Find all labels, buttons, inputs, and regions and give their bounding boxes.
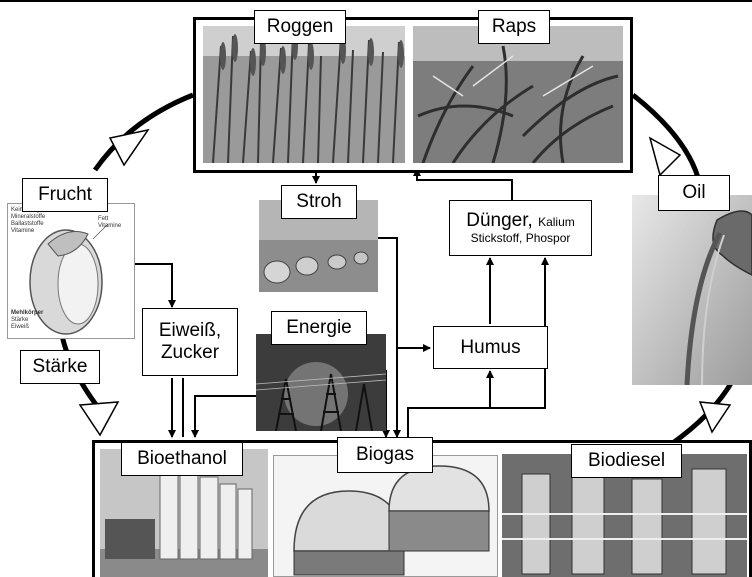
duenger-label: Dünger, Kalium Stickstoff, Phospor [449,200,592,256]
roggen-photo [203,26,405,163]
roggen-label: Roggen [254,10,346,44]
raps-photo [413,26,623,163]
oil-photo [632,195,752,385]
cycle-arc-top-right [631,93,703,186]
eiweiss-line1: Eiweiß, [158,320,222,342]
bioethanol-label: Bioethanol [121,442,243,476]
seed-annotation-bottom: Mehlkörper Stärke Eiweiß [11,310,43,331]
seed-annotation-item: Fett [98,216,109,222]
arrow-biogas-up-humus [407,370,494,437]
staerke-label: Stärke [20,350,100,384]
duenger-kalium-text: Kalium [538,215,575,230]
cycle-arc-top-left [92,92,194,172]
stroh-label: Stroh [281,185,357,219]
energie-photo [256,334,386,431]
cycle-arrowhead-top-left [108,128,150,167]
eiweiss-zucker-label: Eiweiß, Zucker [142,308,238,376]
top-border-line [0,0,752,2]
duenger-line1: Dünger, Kalium [466,210,575,232]
frucht-label: Frucht [22,178,108,212]
biodiesel-label: Biodiesel [571,444,682,478]
biogas-label: Biogas [337,437,433,473]
raps-label: Raps [478,10,550,44]
frucht-photo: Keimanlage Mineralstoffe Ballaststoffe V… [7,203,135,339]
oil-label: Oil [658,175,730,211]
seed-annotation-title: Mehlkörper [11,310,44,316]
seed-annotation-item: Vitamine [98,223,122,229]
cycle-arrowhead-left [78,401,120,437]
duenger-main-text: Dünger, [466,210,533,232]
seed-annotation-item: Stärke [11,317,29,323]
eiweiss-line2: Zucker [160,342,220,363]
arrow-energie-bioethanol [191,395,256,438]
seed-annotation-right: Fett Vitamine [98,216,121,230]
energie-label: Energie [271,311,367,345]
humus-label: Humus [433,326,548,369]
arrow-duenger-raps [413,168,513,200]
duenger-line2: Stickstoff, Phospor [470,231,571,246]
seed-annotation-item: Mineralstoffe [11,214,46,220]
arrow-frucht-eiweiss [135,263,176,308]
seed-annotation-item: Ballaststoffe [11,221,44,227]
bioethanol-photo [100,449,268,577]
biogas-photo [273,455,498,577]
cycle-arrowhead-right [698,401,732,434]
cycle-arrowhead-top-right [648,136,682,177]
seed-annotation-item: Vitamine [11,228,35,234]
seed-annotation-item: Eiweiß [11,324,30,330]
